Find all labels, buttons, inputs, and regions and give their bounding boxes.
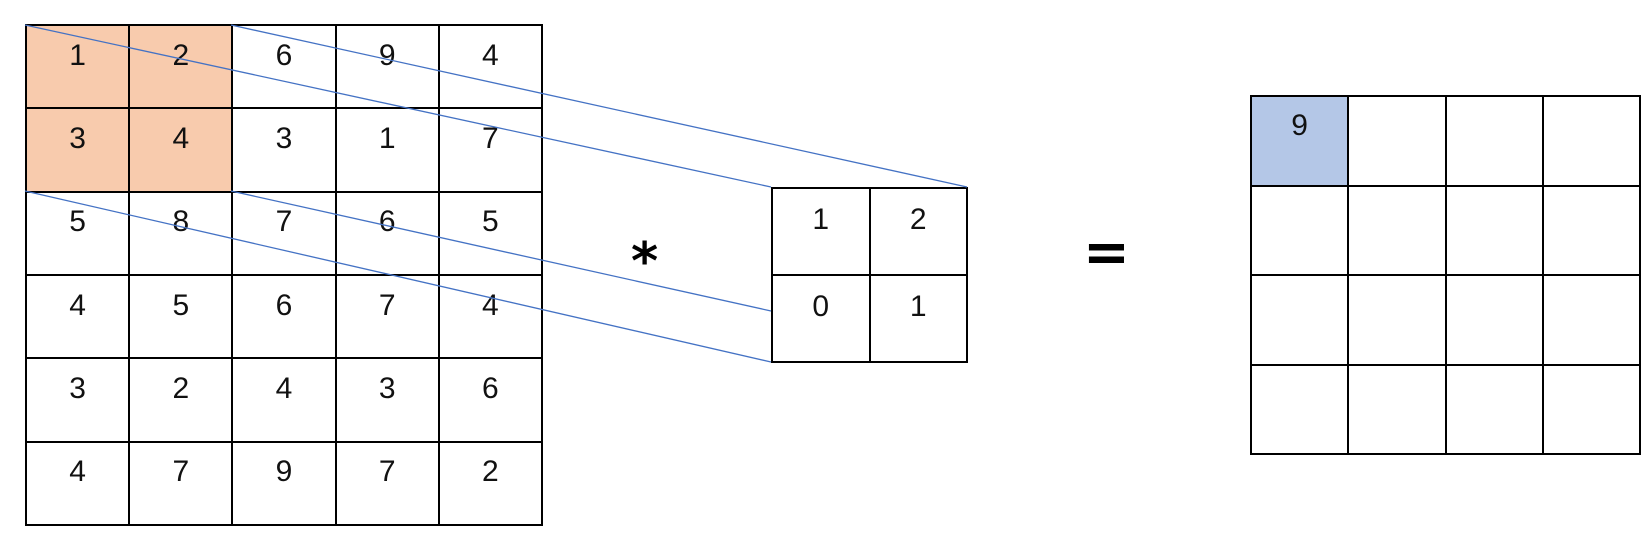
input-cell: 6 — [233, 276, 337, 360]
output-cell — [1252, 365, 1350, 455]
equals-operator: = — [1083, 220, 1130, 285]
input-cell: 7 — [336, 276, 440, 360]
output-cell — [1349, 186, 1447, 276]
convolution-operator: * — [631, 232, 659, 292]
input-cell: 4 — [27, 276, 131, 360]
input-cell: 2 — [130, 359, 234, 443]
input-cell: 1 — [27, 26, 131, 110]
output-cell — [1252, 276, 1350, 366]
input-cell: 6 — [439, 359, 543, 443]
input-cell: 5 — [439, 192, 543, 276]
output-cell — [1349, 276, 1447, 366]
output-cell — [1446, 186, 1544, 276]
output-cell — [1543, 276, 1641, 366]
input-cell: 9 — [336, 26, 440, 110]
input-cell: 3 — [336, 359, 440, 443]
output-matrix: 9 — [1250, 95, 1641, 455]
output-cell — [1349, 365, 1447, 455]
kernel-cell: 0 — [773, 276, 871, 363]
input-cell: 4 — [439, 26, 543, 110]
kernel-matrix: 1 2 0 1 — [771, 187, 968, 363]
output-cell — [1349, 97, 1447, 187]
input-cell: 3 — [233, 109, 337, 193]
input-cell: 8 — [130, 192, 234, 276]
input-cell: 3 — [27, 359, 131, 443]
input-cell: 4 — [27, 442, 131, 526]
input-cell: 7 — [130, 442, 234, 526]
input-cell: 4 — [130, 109, 234, 193]
output-cell: 9 — [1252, 97, 1350, 187]
output-cell — [1543, 97, 1641, 187]
input-cell: 5 — [130, 276, 234, 360]
input-cell: 6 — [233, 26, 337, 110]
input-cell: 9 — [233, 442, 337, 526]
output-cell — [1252, 186, 1350, 276]
output-cell — [1543, 365, 1641, 455]
input-cell: 7 — [439, 109, 543, 193]
input-cell: 3 — [27, 109, 131, 193]
input-matrix: 1 2 6 9 4 3 4 3 1 7 5 8 7 6 5 4 5 6 7 4 … — [25, 24, 543, 526]
input-cell: 4 — [233, 359, 337, 443]
kernel-cell: 2 — [870, 189, 968, 276]
input-cell: 1 — [336, 109, 440, 193]
kernel-cell: 1 — [870, 276, 968, 363]
input-cell: 5 — [27, 192, 131, 276]
output-cell — [1446, 365, 1544, 455]
input-cell: 7 — [233, 192, 337, 276]
input-cell: 6 — [336, 192, 440, 276]
output-cell — [1543, 186, 1641, 276]
input-cell: 2 — [130, 26, 234, 110]
input-cell: 7 — [336, 442, 440, 526]
input-cell: 4 — [439, 276, 543, 360]
output-cell — [1446, 276, 1544, 366]
input-cell: 2 — [439, 442, 543, 526]
kernel-cell: 1 — [773, 189, 871, 276]
output-cell — [1446, 97, 1544, 187]
